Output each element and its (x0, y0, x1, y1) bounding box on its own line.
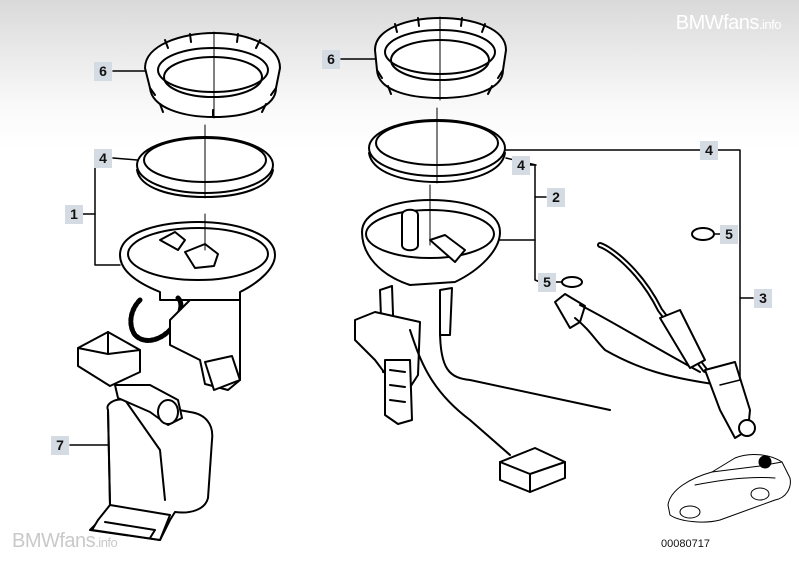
callout-4-right: 4 (512, 156, 530, 175)
watermark-top-suffix: .info (758, 17, 782, 32)
callout-3: 3 (754, 289, 772, 308)
o-ring-mid[interactable] (561, 276, 583, 288)
callout-6-right: 6 (322, 50, 340, 69)
fuel-line-assembly[interactable] (554, 242, 756, 439)
lock-ring-left[interactable] (144, 31, 281, 119)
seal-ring-right[interactable] (368, 107, 506, 184)
callout-2: 2 (547, 188, 565, 207)
callout-1: 1 (65, 205, 83, 224)
seal-ring-left[interactable] (136, 124, 274, 199)
callout-7: 7 (51, 436, 69, 455)
callout-6-left: 6 (94, 62, 112, 81)
pump-unit-right[interactable] (354, 184, 611, 493)
watermark-bottom: BMWfans.info (12, 530, 118, 553)
watermark-top-brand: BMWfans (675, 12, 760, 34)
callout-5-mid: 5 (538, 273, 556, 292)
callout-4-left: 4 (94, 149, 112, 168)
pump-housing[interactable] (89, 384, 214, 541)
lock-ring-right[interactable] (374, 16, 507, 101)
car-location-inset (667, 454, 791, 523)
leader-lines (69, 58, 754, 446)
callout-5-right: 5 (720, 225, 738, 244)
watermark-bottom-brand: BMWfans (12, 530, 96, 552)
callout-4-far: 4 (700, 141, 718, 160)
diagram-number: 00080717 (661, 538, 710, 550)
pump-unit-left[interactable] (77, 213, 276, 391)
watermark-top: BMWfans.info (675, 12, 782, 35)
watermark-bottom-suffix: .info (95, 535, 118, 550)
o-ring-right[interactable] (691, 227, 715, 241)
